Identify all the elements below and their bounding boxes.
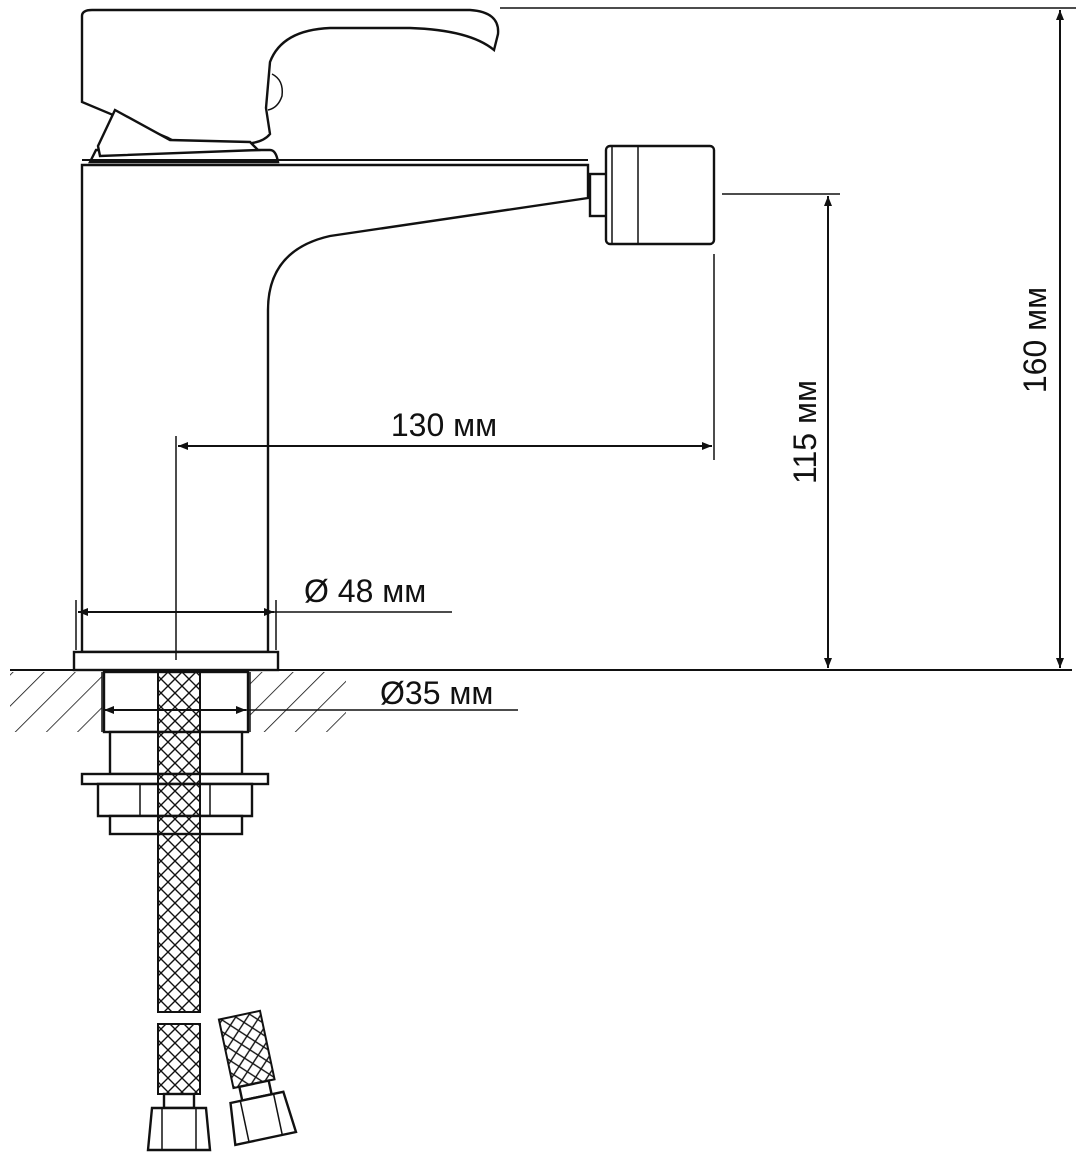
label-hole-diameter: Ø35 мм: [380, 675, 493, 711]
label-height-spout: 115 мм: [787, 380, 823, 484]
bidet-nozzle: [588, 144, 716, 246]
dimension-hole-diameter: Ø35 мм: [104, 675, 518, 714]
dimension-base-diameter: Ø 48 мм: [75, 573, 452, 650]
label-height-total: 160 мм: [1017, 287, 1053, 393]
flexible-hoses: [146, 671, 298, 1152]
lever-handle: [80, 8, 500, 158]
dimension-reach: 130 мм: [178, 254, 715, 460]
faucet-body: [72, 148, 590, 672]
dimension-height-total: 160 мм: [500, 7, 1076, 668]
mounting-hardware: [80, 670, 270, 836]
label-reach: 130 мм: [391, 407, 497, 443]
label-base-diameter: Ø 48 мм: [304, 573, 426, 609]
dimension-height-spout: 115 мм: [722, 193, 840, 668]
